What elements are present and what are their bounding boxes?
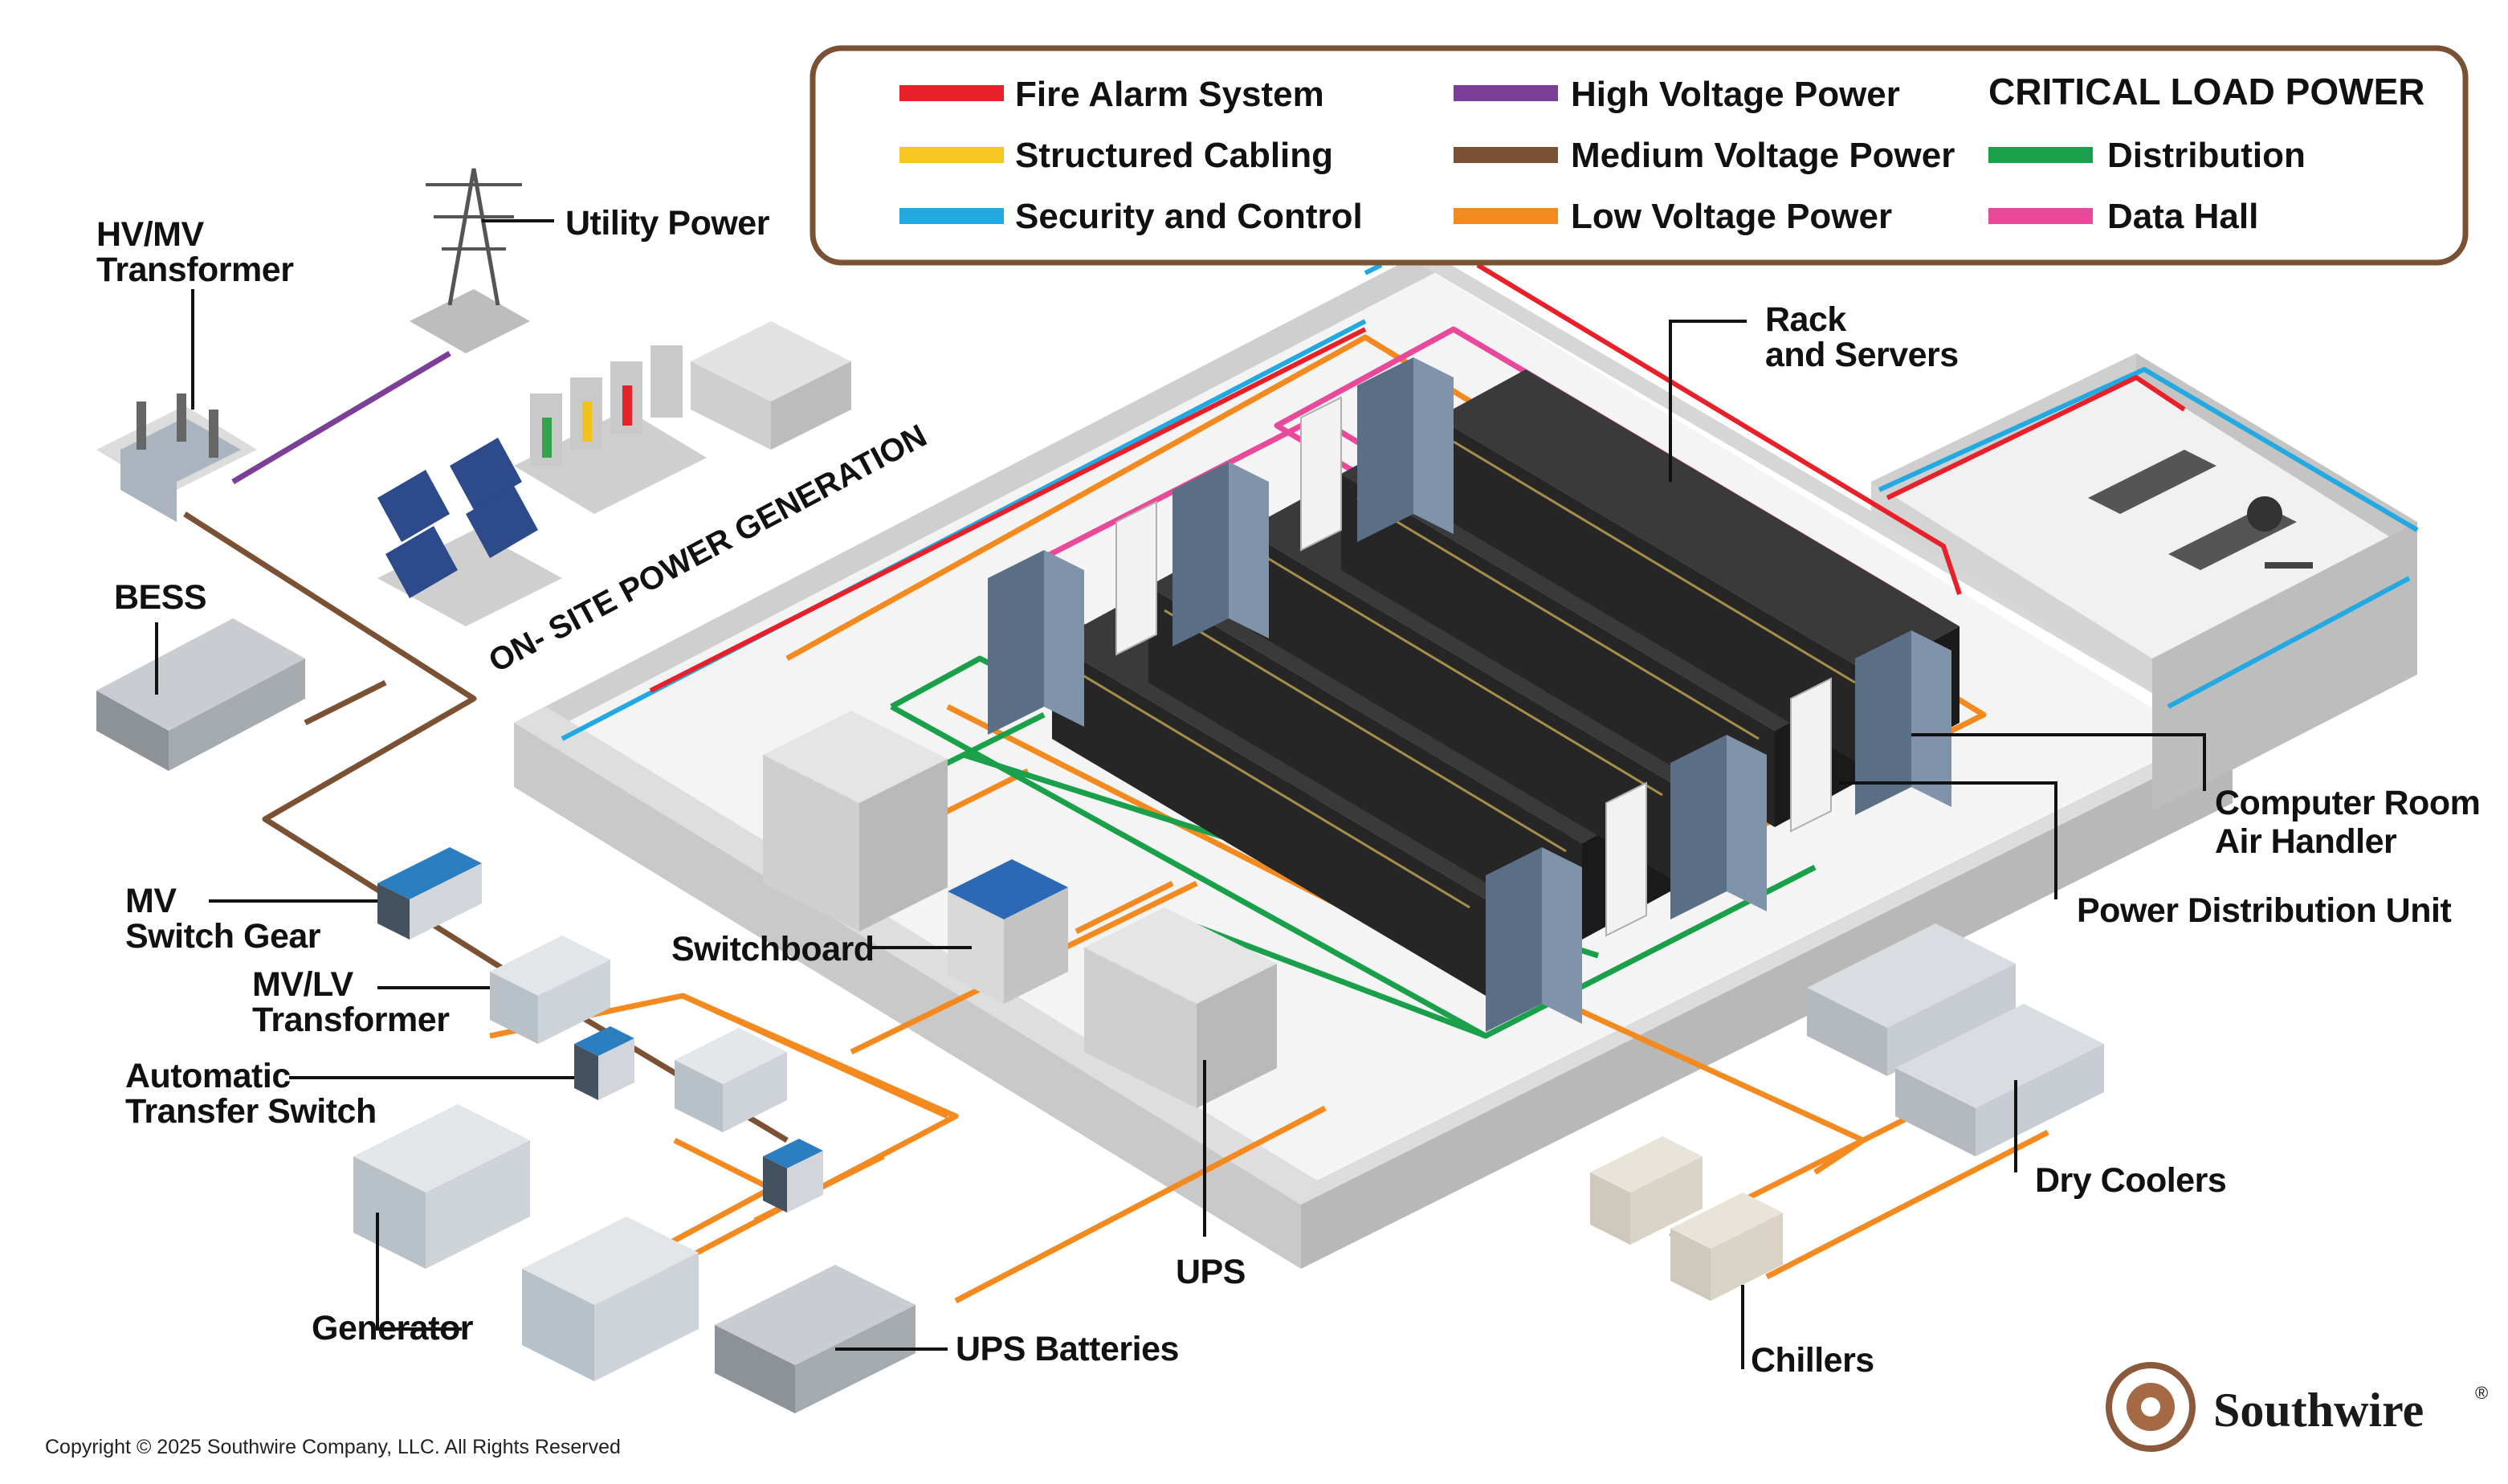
label-pdu: Power Distribution Unit <box>2077 891 2451 930</box>
mv-switch-gear <box>377 847 482 940</box>
dry-coolers <box>1807 923 2104 1156</box>
copyright-text: Copyright © 2025 Southwire Company, LLC.… <box>45 1436 621 1458</box>
hv-mv-transformer <box>96 393 257 522</box>
trademark-mark: ® <box>2475 1383 2488 1403</box>
legend-low-voltage: Low Voltage Power <box>1571 197 1892 236</box>
legend-critical-heading: CRITICAL LOAD POWER <box>1988 71 2424 112</box>
label-crah-line1: Computer Room <box>2215 784 2480 822</box>
legend-swatch-lv <box>1454 208 1558 224</box>
label-mvlv-line2: Transformer <box>252 1001 450 1039</box>
legend-security-control: Security and Control <box>1015 197 1363 236</box>
legend-distribution: Distribution <box>2107 136 2306 175</box>
label-mv-switch-line2: Switch Gear <box>125 917 321 956</box>
legend-swatch-data-hall <box>1988 208 2093 224</box>
label-crah-line2: Air Handler <box>2215 822 2397 861</box>
label-ups: UPS <box>1176 1253 1246 1291</box>
legend-swatch-hv <box>1454 85 1558 101</box>
label-hv-mv-line2: Transformer <box>96 251 294 289</box>
label-generator: Generator <box>312 1309 474 1347</box>
chillers <box>1590 1136 1783 1301</box>
legend-swatch-cabling <box>899 147 1004 163</box>
legend-medium-voltage: Medium Voltage Power <box>1571 136 1955 175</box>
label-ats-line2: Transfer Switch <box>125 1092 377 1131</box>
brand-name: Southwire <box>2213 1384 2424 1437</box>
label-ats-line1: Automatic <box>125 1057 291 1095</box>
switchboard <box>763 711 1068 1004</box>
label-ups-batteries: UPS Batteries <box>956 1330 1179 1368</box>
pdu-units <box>1115 396 1832 937</box>
label-hv-mv-line1: HV/MV <box>96 215 205 254</box>
mv-lv-transformer <box>490 936 787 1132</box>
label-bess: BESS <box>114 578 206 617</box>
utility-tower <box>410 168 530 353</box>
legend-data-hall: Data Hall <box>2107 197 2258 236</box>
label-chillers: Chillers <box>1751 1341 1874 1380</box>
label-rack-line2: and Servers <box>1765 336 1959 374</box>
legend-fire-alarm: Fire Alarm System <box>1015 75 1324 114</box>
label-mv-switch-line1: MV <box>125 882 177 920</box>
legend-structured-cabling: Structured Cabling <box>1015 136 1333 175</box>
label-utility-power: Utility Power <box>565 204 770 243</box>
bess-container <box>96 618 305 771</box>
generators <box>353 1104 699 1381</box>
legend-swatch-distribution <box>1988 147 2093 163</box>
footer: Copyright © 2025 Southwire Company, LLC.… <box>45 1362 2488 1458</box>
label-dry-coolers: Dry Coolers <box>2035 1161 2226 1200</box>
label-mvlv-line1: MV/LV <box>252 965 354 1004</box>
leader-lines <box>155 219 2206 1369</box>
southwire-logo-icon <box>2106 1362 2196 1452</box>
solar-panels <box>377 438 562 626</box>
crah-units <box>988 357 1951 1032</box>
rack-rows <box>1052 369 1960 996</box>
legend: Fire Alarm System Structured Cabling Sec… <box>809 45 2469 266</box>
ups-cabinet <box>1084 907 1277 1108</box>
legend-high-voltage: High Voltage Power <box>1571 75 1900 114</box>
onsite-generation-tanks <box>514 321 851 514</box>
automatic-transfer-switch <box>574 1026 823 1213</box>
label-switchboard: Switchboard <box>671 930 875 968</box>
label-rack-line1: Rack <box>1765 300 1846 339</box>
legend-swatch-mv <box>1454 147 1558 163</box>
control-room <box>2088 450 2313 570</box>
legend-swatch-fire <box>899 85 1004 101</box>
legend-swatch-security <box>899 208 1004 224</box>
ups-batteries <box>715 1265 916 1413</box>
